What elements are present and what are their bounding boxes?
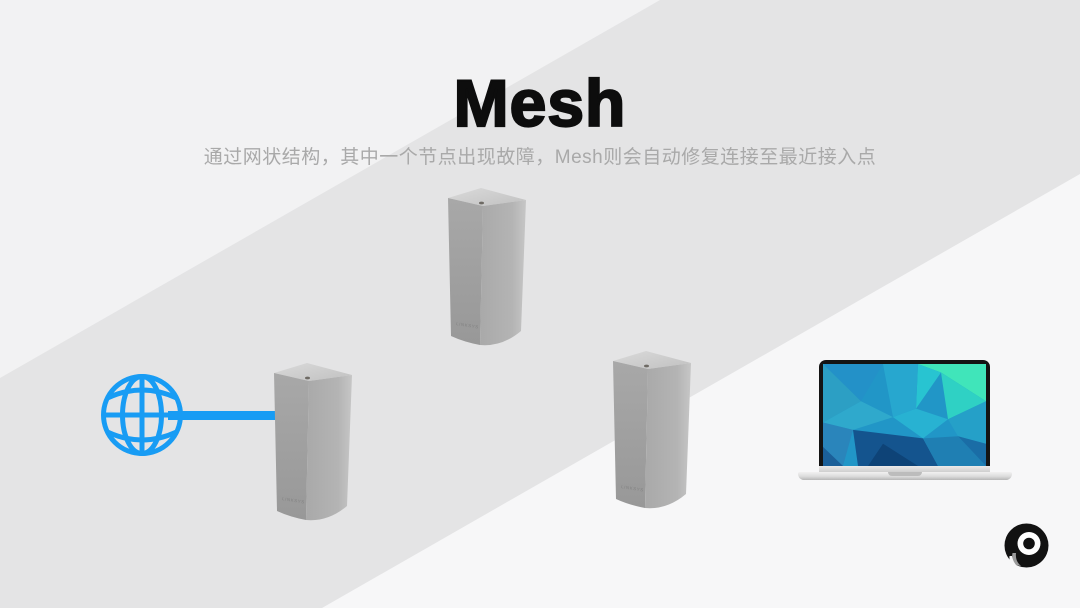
- laptop: MacBook Air: [798, 358, 1012, 480]
- studio-ring-logo-icon: [1004, 523, 1049, 568]
- internet-connection-line: [168, 411, 284, 420]
- slide-subtitle: 通过网状结构，其中一个节点出现故障，Mesh则会自动修复连接至最近接入点: [203, 147, 877, 168]
- slide-title: Mesh: [453, 66, 627, 140]
- mesh-node-left: [274, 363, 352, 521]
- header: Mesh 通过网状结构，其中一个节点出现故障，Mesh则会自动修复连接至最近接入…: [0, 66, 1080, 170]
- laptop-notch: [888, 472, 922, 476]
- background-bottom-right-triangle: [322, 174, 1080, 608]
- laptop-wallpaper: [823, 364, 986, 466]
- laptop-base: [798, 472, 1012, 480]
- mesh-node-top: [448, 188, 526, 346]
- laptop-screen: [819, 360, 990, 466]
- mesh-node-right: [613, 351, 691, 509]
- background-top-left-triangle: [0, 0, 660, 378]
